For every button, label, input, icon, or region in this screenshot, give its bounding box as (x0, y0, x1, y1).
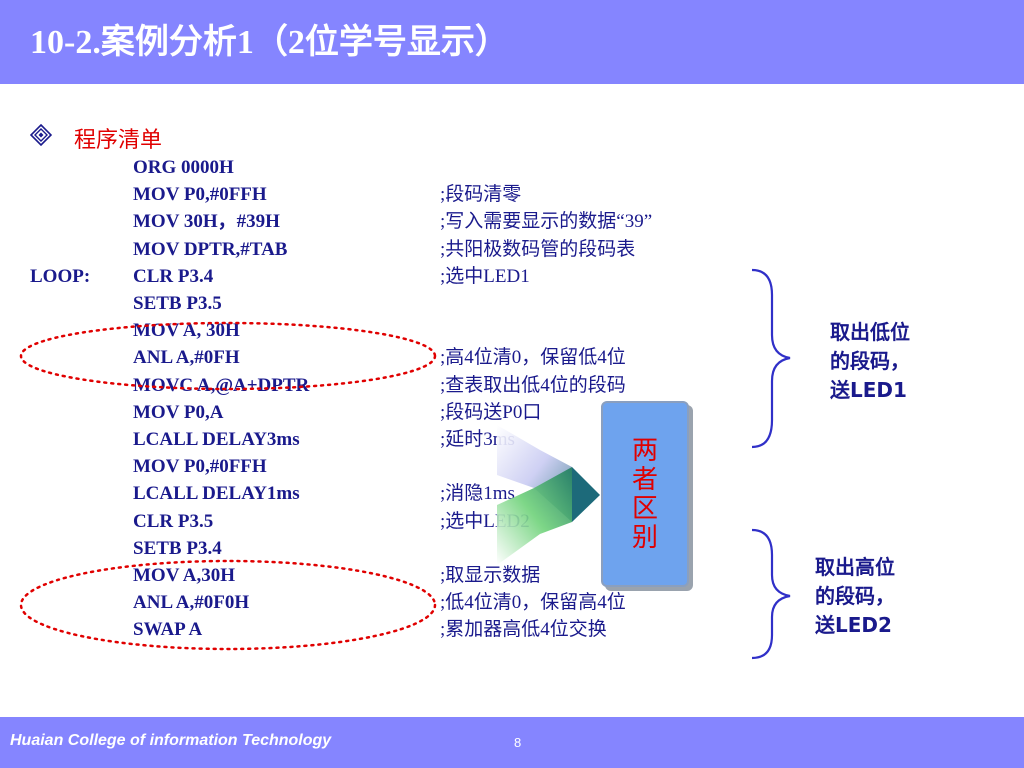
footer-institution: Huaian College of information Technology (10, 732, 332, 749)
footer-bar: Huaian College of information Technology… (0, 717, 1024, 768)
code-instruction: MOV P0,#0FFH (133, 184, 267, 206)
code-comment: ;低4位清0，保留高4位 (440, 592, 626, 614)
note-line: 的段码， (830, 349, 910, 373)
code-line: SWAP A ;累加器高低4位交换 (0, 616, 700, 643)
code-instruction: MOVC A,@A+DPTR (133, 374, 310, 396)
code-comment: ;段码送P0口 (440, 401, 542, 423)
code-instruction: ANL A,#0FH (133, 347, 240, 369)
code-line: LOOP: CLR P3.4 ;选中LED1 (0, 263, 700, 290)
code-instruction: CLR P3.5 (133, 510, 214, 532)
note-line: 送LED1 (830, 378, 907, 402)
code-instruction: ANL A,#0F0H (133, 592, 250, 614)
code-comment: ;累加器高低4位交换 (440, 619, 607, 641)
code-instruction: MOV A, 30H (133, 320, 240, 342)
code-instruction: ORG 0000H (133, 157, 234, 178)
code-instruction: MOV P0,A (133, 401, 224, 423)
code-comment: ;取显示数据 (440, 565, 541, 586)
slide-title: 10-2.案例分析1（2位学号显示） (30, 24, 509, 61)
code-line: SETB P3.4 (0, 535, 700, 562)
code-instruction: SETB P3.5 (133, 293, 222, 314)
code-comment: ;延时3ms (440, 429, 515, 450)
code-instruction: SETB P3.4 (133, 537, 222, 559)
difference-box: 两者区别 (601, 401, 689, 587)
code-line: ANL A,#0FH ;高4位清0，保留低4位 (0, 344, 700, 371)
code-instruction: MOV 30H，#39H (133, 211, 280, 233)
code-line: MOV 30H，#39H ;写入需要显示的数据“39” (0, 208, 700, 235)
code-comment: ;高4位清0，保留低4位 (440, 347, 626, 369)
note-line: 的段码， (815, 584, 895, 608)
code-line: MOV P0,A ;段码送P0口 (0, 399, 700, 426)
page-number: 8 (514, 735, 522, 750)
code-instruction: MOV P0,#0FFH (133, 456, 267, 478)
code-line: MOV A, 30H (0, 317, 700, 344)
code-comment: ;共阳极数码管的段码表 (440, 238, 636, 260)
code-line: LCALL DELAY3ms ;延时3ms (0, 426, 700, 453)
code-instruction: MOV DPTR,#TAB (133, 238, 288, 260)
note-line: 取出高位 (815, 555, 895, 579)
code-instruction: LCALL DELAY3ms (133, 429, 300, 450)
code-instruction: CLR P3.4 (133, 265, 214, 287)
code-instruction: LCALL DELAY1ms (133, 483, 300, 505)
code-comment: ;段码清零 (440, 184, 522, 206)
code-comment: ;选中LED2 (440, 510, 530, 532)
code-line: MOV P0,#0FFH ;段码清零 (0, 181, 700, 208)
note-line: 送LED2 (815, 613, 892, 637)
diamond-bullet-icon (30, 124, 52, 146)
code-comment: ;写入需要显示的数据“39” (440, 211, 653, 233)
difference-label: 两者区别 (631, 436, 658, 553)
code-line: MOV A,30H ;取显示数据 (0, 562, 700, 589)
code-label: LOOP: (30, 265, 91, 287)
code-comment: ;消隐1ms (440, 483, 515, 505)
code-line: CLR P3.5 ;选中LED2 (0, 508, 700, 535)
code-line: SETB P3.5 (0, 290, 700, 317)
title-bar: 10-2.案例分析1（2位学号显示） (0, 0, 1024, 84)
note-low-digit: 取出低位的段码， 送LED1 (830, 318, 910, 405)
note-line: 取出低位 (830, 320, 910, 344)
note-high-digit: 取出高位的段码， 送LED2 (815, 553, 895, 640)
code-instruction: SWAP A (133, 619, 203, 641)
code-line: ANL A,#0F0H ;低4位清0，保留高4位 (0, 589, 700, 616)
code-line: MOV DPTR,#TAB ;共阳极数码管的段码表 (0, 236, 700, 263)
code-line: LCALL DELAY1ms ;消隐1ms (0, 480, 700, 507)
section-heading: 程序清单 (74, 128, 163, 153)
code-instruction: MOV A,30H (133, 565, 236, 586)
code-line: MOVC A,@A+DPTR ;查表取出低4位的段码 (0, 372, 700, 399)
code-line: ORG 0000H (0, 154, 700, 181)
code-comment: ;查表取出低4位的段码 (440, 374, 626, 396)
code-line: MOV P0,#0FFH (0, 453, 700, 480)
code-comment: ;选中LED1 (440, 265, 530, 287)
